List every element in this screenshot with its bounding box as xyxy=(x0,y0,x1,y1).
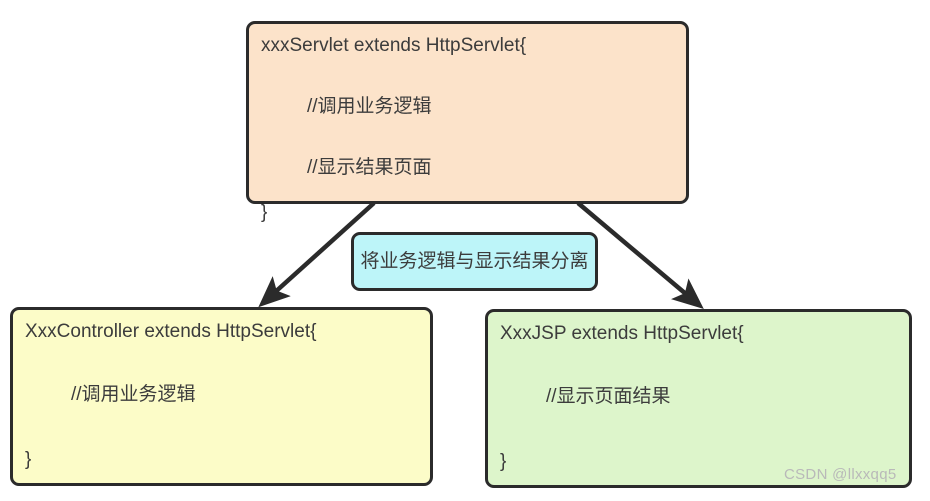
jsp-render-page-comment: //显示页面结果 xyxy=(546,386,671,407)
jsp-closing-brace: } xyxy=(500,451,507,472)
controller-signature-line: XxxController extends HttpServlet{ xyxy=(25,321,317,342)
split-responsibility-label: 将业务逻辑与显示结果分离 xyxy=(351,232,598,291)
controller-closing-brace: } xyxy=(25,449,32,470)
jsp-box: XxxJSP extends HttpServlet{ //显示页面结果 } xyxy=(485,309,912,488)
servlet-render-result-comment: //显示结果页面 xyxy=(307,157,432,178)
servlet-signature-line: xxxServlet extends HttpServlet{ xyxy=(261,35,527,56)
controller-business-logic-comment: //调用业务逻辑 xyxy=(71,384,196,405)
arrow-to-jsp xyxy=(576,201,704,310)
arrow-to-controller xyxy=(258,201,376,308)
servlet-closing-brace: } xyxy=(261,202,268,223)
servlet-box: xxxServlet extends HttpServlet{ //调用业务逻辑… xyxy=(246,21,689,222)
jsp-signature-line: XxxJSP extends HttpServlet{ xyxy=(500,323,744,344)
servlet-business-logic-comment: //调用业务逻辑 xyxy=(307,96,432,117)
watermark-text: CSDN @llxxqq5 xyxy=(784,466,897,483)
controller-box: XxxController extends HttpServlet{ //调用业… xyxy=(10,307,433,486)
